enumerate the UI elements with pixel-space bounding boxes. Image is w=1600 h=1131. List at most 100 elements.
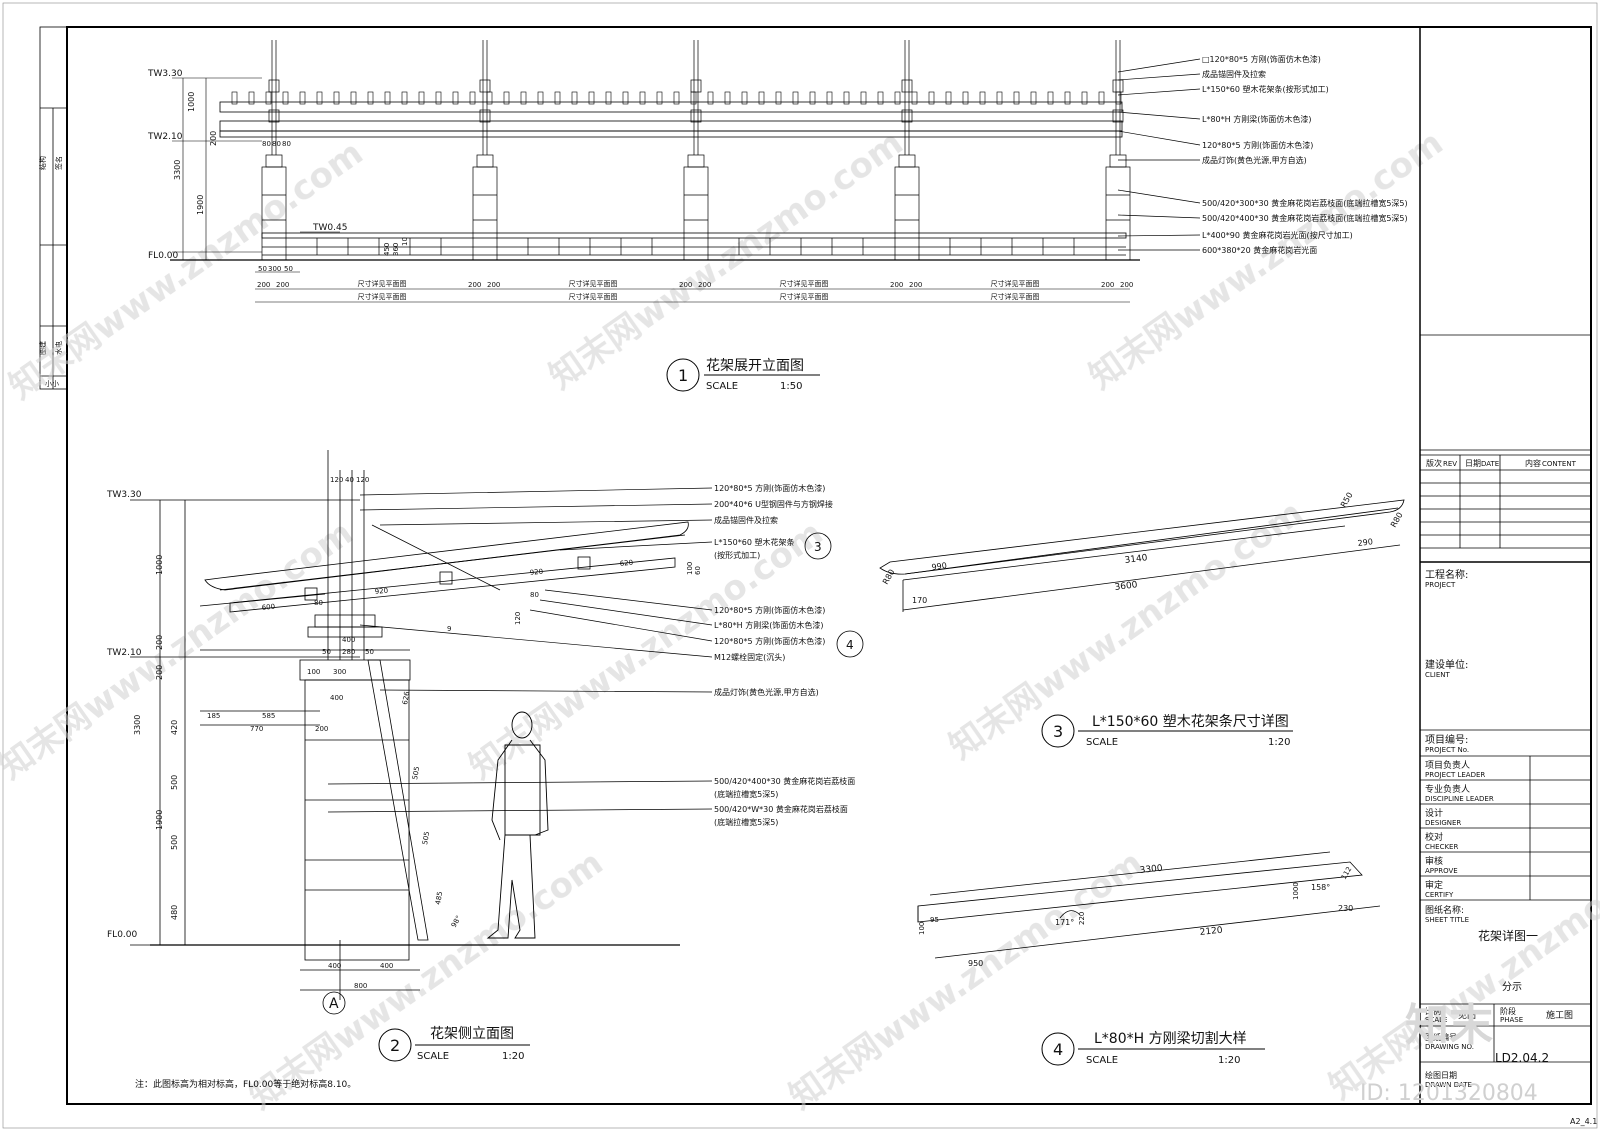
level2-tw330: TW3.30 xyxy=(106,490,142,500)
slat xyxy=(537,91,544,105)
leader xyxy=(544,589,713,611)
elevation-column xyxy=(472,40,498,261)
vdim: 1000 xyxy=(155,555,164,575)
vdim: 3300 xyxy=(133,715,142,735)
hdim-200: 200 xyxy=(890,281,903,289)
hdim-200: 200 xyxy=(1120,281,1133,289)
d4-95: 95 xyxy=(930,916,939,924)
dim-label: 770 xyxy=(250,725,263,733)
tb-phase-val: 施工图 xyxy=(1546,1009,1573,1021)
hdim-50b: 50 xyxy=(284,265,293,273)
d4-2120: 2120 xyxy=(1199,926,1223,938)
dim-label: 280 xyxy=(342,648,355,656)
watermark-text: 知末网www.znzmo.com xyxy=(242,843,610,1117)
callout-3: 3 xyxy=(814,540,822,554)
watermark-id: ID: 1201320804 xyxy=(1360,1081,1538,1106)
slat xyxy=(367,91,374,105)
dim-label: 400 xyxy=(328,962,341,970)
dim-label: 920 xyxy=(529,568,543,577)
elev1-note: L*150*60 塑木花架条(按形式加工) xyxy=(1202,84,1329,94)
slat xyxy=(622,91,629,105)
leader xyxy=(1117,130,1201,146)
vdim-1900: 1900 xyxy=(196,195,205,215)
span-label: 尺寸详见平面图 xyxy=(569,279,618,288)
leader xyxy=(1117,88,1201,96)
vdim-450: 450 xyxy=(383,243,391,256)
tb-date-en: DATE xyxy=(1481,460,1499,468)
detail-3-drawing xyxy=(879,499,1405,612)
d4-3300: 3300 xyxy=(1139,864,1163,876)
d3-290: 290 xyxy=(1357,537,1373,548)
slat xyxy=(316,91,323,105)
elev1-levels xyxy=(172,77,340,260)
level2-fl000: FL0.00 xyxy=(107,930,138,940)
tb-rev-en: REV xyxy=(1443,460,1457,468)
slat xyxy=(741,91,748,105)
leader xyxy=(327,780,713,785)
tb-date-cn: 绘图日期 xyxy=(1425,1070,1457,1080)
elev1-leaders xyxy=(1117,58,1201,251)
view3-number-circle xyxy=(1041,714,1075,748)
slat xyxy=(639,91,646,105)
elev1-note: L*400*90 黄金麻花岗岩光面(按尺寸加工) xyxy=(1202,230,1353,240)
callout-4: 4 xyxy=(846,638,854,652)
slat xyxy=(605,91,612,105)
axis-label: A xyxy=(329,996,339,1012)
tb-date-en2: DRAWN DATE xyxy=(1425,1081,1472,1089)
elev2-note: 500/420*W*30 黄金麻花岗岩荔枝面 xyxy=(714,804,848,814)
slat xyxy=(877,91,884,105)
view1-scale: 1:50 xyxy=(780,381,802,392)
dim-80b: 80 xyxy=(272,140,281,148)
slat xyxy=(1030,91,1037,105)
view1-scale-label: SCALE xyxy=(706,381,738,392)
top-slats xyxy=(231,91,1122,105)
vdim: 500 xyxy=(170,775,179,790)
hdim-300: 300 xyxy=(268,265,281,273)
view3-scale: 1:20 xyxy=(1268,737,1290,748)
watermark-logo: 知末 xyxy=(1405,1000,1493,1051)
slat xyxy=(894,91,901,105)
slat xyxy=(673,91,680,105)
dim-label: 505 xyxy=(421,831,431,846)
elev2-note: 200*40*6 U型钢固件与方钢焊接 xyxy=(714,499,833,509)
elev2-note: (底端拉槽宽5深5) xyxy=(714,817,778,827)
strip-label-c: 图建 xyxy=(38,341,47,355)
strip-label-b: 签名 xyxy=(54,156,63,170)
vdim-200: 200 xyxy=(209,131,218,146)
vdim-10: 10 xyxy=(401,237,409,246)
elevation-column xyxy=(261,40,287,261)
dim-label: 585 xyxy=(262,712,275,720)
footnote: 注：此图标高为相对标高，FL0.00等于绝对标高8.10。 xyxy=(135,1078,356,1090)
role-cn: 专业负责人 xyxy=(1425,783,1470,795)
callout-4-circle xyxy=(836,630,864,658)
slat xyxy=(571,91,578,105)
role-cn: 审核 xyxy=(1425,855,1443,867)
slat xyxy=(707,91,714,105)
view3-number: 3 xyxy=(1053,722,1063,741)
dim-label: 185 xyxy=(207,712,220,720)
hdim-200: 200 xyxy=(257,281,270,289)
slat xyxy=(792,91,799,105)
elev2-note: 120*80*5 方刚(饰面仿木色漆) xyxy=(714,483,825,493)
elevation-column xyxy=(683,40,709,261)
leader xyxy=(529,609,713,642)
slat xyxy=(1047,91,1054,105)
tb-project: 工程名称: xyxy=(1425,568,1468,581)
slat xyxy=(775,91,782,105)
slat xyxy=(588,91,595,105)
vdim-360: 360 xyxy=(392,243,400,256)
role-en: CERTIFY xyxy=(1425,891,1454,899)
tb-project-en: PROJECT xyxy=(1425,581,1456,589)
tb-projno: 项目编号: xyxy=(1425,733,1468,746)
leader xyxy=(1117,111,1201,120)
role-en: DISCIPLINE LEADER xyxy=(1425,795,1494,803)
level-tw045: TW0.45 xyxy=(312,223,347,233)
leader xyxy=(539,599,713,626)
human-scale-figure xyxy=(486,711,549,939)
vdim: 200 xyxy=(155,635,164,650)
elev2-note: M12螺栓固定(沉头) xyxy=(714,652,785,662)
leader xyxy=(359,503,713,511)
dim-80a: 80 xyxy=(262,140,271,148)
